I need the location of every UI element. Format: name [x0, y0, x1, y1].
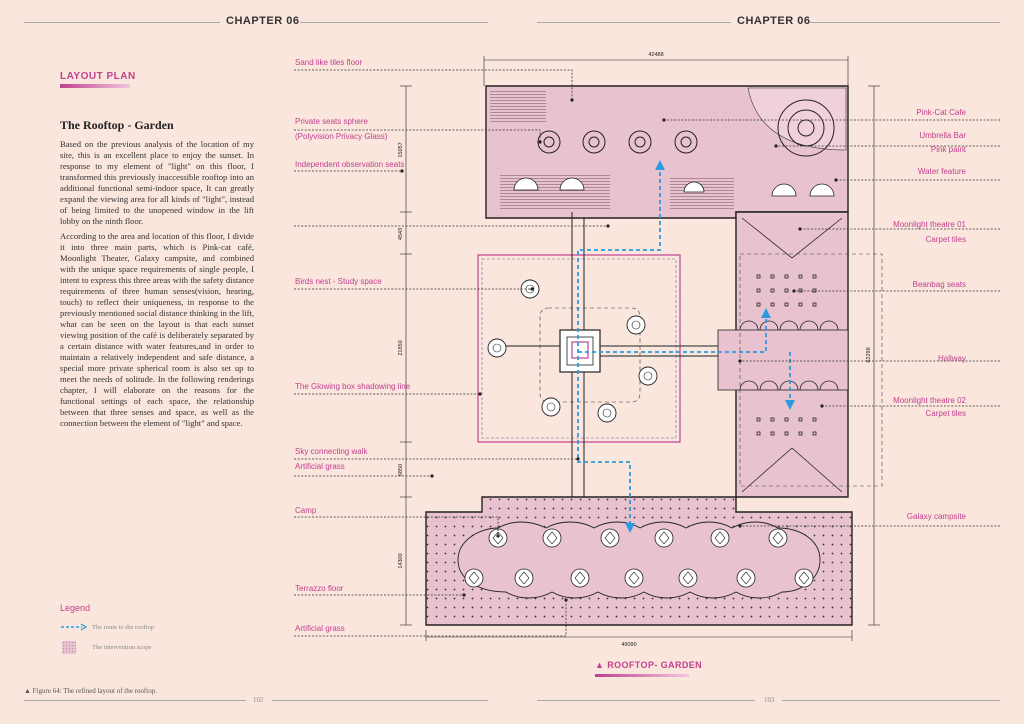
header-rule-left [24, 22, 220, 23]
page-number-left: 102 [253, 696, 264, 704]
dim-right: 62298 [866, 347, 872, 362]
section-title: LAYOUT PLAN [60, 71, 136, 82]
label-pink-paint: Pink paint [930, 145, 966, 154]
label-terrazzo: Terrazzo floor [295, 584, 344, 593]
label-observation-seats: Independent observation seats [295, 160, 405, 169]
dimension-lines [400, 56, 880, 641]
footer-rule-right [537, 700, 755, 701]
chapter-header-right: CHAPTER 06 [737, 15, 811, 27]
moonlight-theatre-zone [717, 211, 883, 498]
dim-left-5: 14300 [398, 553, 404, 568]
dim-top: 42488 [648, 52, 663, 58]
route-legend-icon [61, 623, 88, 631]
label-sand-tiles: Sand like tiles floor [295, 58, 363, 67]
pink-cat-cafe-zone [485, 85, 849, 219]
label-private-seats-sphere: Private seats sphere [295, 117, 368, 126]
legend-title: Legend [60, 603, 91, 613]
footer-rule-left-2 [272, 700, 488, 701]
birds-nest-zone [477, 212, 718, 497]
footer-rule-left [24, 700, 246, 701]
legend-scope-label: The intervention scope [92, 644, 152, 651]
footer-rule-right-2 [782, 700, 1000, 701]
page-number-right: 103 [764, 696, 775, 704]
label-camp: Camp [295, 506, 317, 515]
header-rule-right-2 [810, 22, 1000, 23]
header-rule-right [537, 22, 731, 23]
route-arrows [625, 160, 795, 533]
label-sky-walk: Sky connecting walk [295, 447, 368, 456]
annotation-leader-lines [294, 69, 1000, 637]
figure-caption: ▲ Figure 64: The refined layout of the r… [24, 687, 157, 695]
label-galaxy-campsite: Galaxy campsite [906, 512, 966, 521]
figure-title: ▲ ROOFTOP- GARDEN [595, 660, 703, 670]
dim-left-3: 21850 [398, 340, 404, 355]
figure-title-bar [595, 674, 689, 677]
dim-left-1: 15057 [398, 142, 404, 157]
label-water-feature: Water feature [917, 167, 966, 176]
label-hallway: Hallway [937, 354, 966, 363]
label-umbrella-bar: Umbrella Bar [919, 131, 966, 140]
dim-bottom: 49090 [621, 642, 636, 648]
label-beanbag-seats: Beanbag seats [912, 280, 966, 289]
dim-left-4: 6850 [398, 464, 404, 476]
label-artificial-grass-1: Artificial grass [295, 462, 345, 471]
route-to-rooftop [577, 168, 791, 525]
paragraph-2: According to the area and location of th… [60, 231, 254, 428]
label-polyvision-glass: (Polyvision Privacy Glass) [295, 132, 388, 141]
label-glowing-box: The Glowing box shadowing line [295, 382, 411, 391]
label-artificial-grass-2: Artificial grass [295, 624, 345, 633]
label-carpet-tiles-1: Carpet tiles [925, 235, 966, 244]
header-rule-left-2 [300, 22, 488, 23]
legend-route-label: The route to the rooftop [92, 624, 155, 631]
label-birds-nest: Birds nest - Study space [295, 277, 382, 286]
label-carpet-tiles-2: Carpet tiles [925, 409, 966, 418]
section-title-bar [60, 84, 130, 88]
section-heading: The Rooftop - Garden [60, 118, 174, 132]
label-pink-cat-cafe: Pink-Cat Cafe [916, 108, 966, 117]
scope-legend-swatch [62, 641, 76, 654]
label-moonlight-theatre-01: Moonlight theatre 01 [893, 220, 966, 229]
label-moonlight-theatre-02: Moonlight theatre 02 [893, 396, 966, 405]
chapter-header-left: CHAPTER 06 [226, 15, 300, 27]
galaxy-campsite-zone [425, 496, 853, 626]
paragraph-1: Based on the previous analysis of the lo… [60, 139, 254, 226]
dim-left-2: 4543 [398, 228, 404, 240]
leader-dots [400, 98, 838, 602]
